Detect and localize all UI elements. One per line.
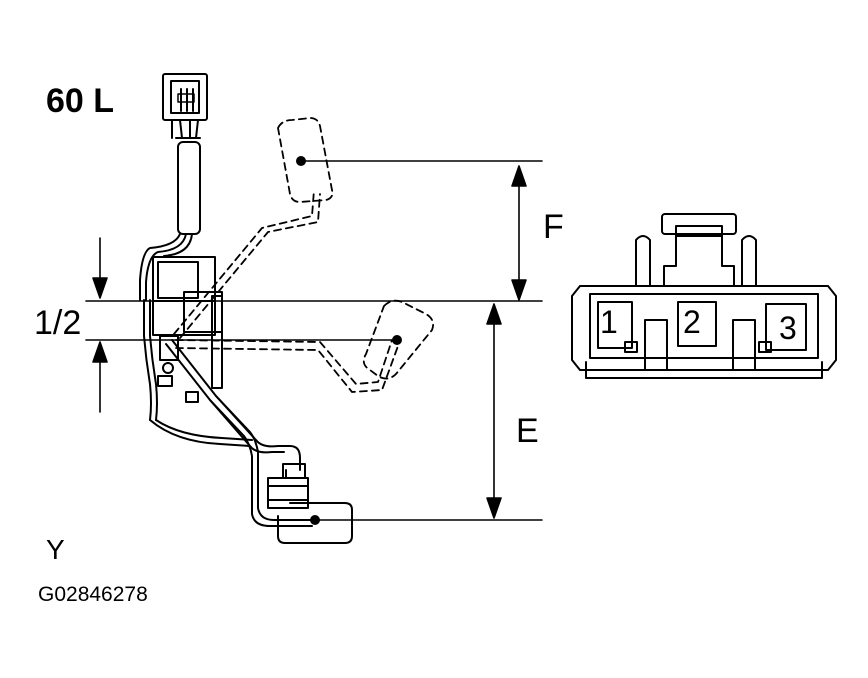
dimension-e-label: E (516, 412, 539, 450)
connector-pin-3-label: 3 (779, 310, 797, 346)
dimension-lines (85, 160, 543, 521)
lower-float (277, 502, 353, 544)
sender-wire-harness (139, 141, 201, 301)
dimension-f-arrow (511, 165, 527, 301)
float-arm-dashed-upper (173, 189, 321, 339)
upper-float-dashed (277, 117, 334, 203)
connector-pin-1-label: 1 (600, 304, 618, 340)
dimension-e-arrow (486, 303, 502, 519)
connector-pin-2-label: 2 (683, 304, 701, 340)
dimension-half-arrows (92, 237, 108, 413)
tank-capacity-label: 60 L (46, 82, 115, 120)
view-label: Y (46, 534, 65, 565)
dimension-f-label: F (543, 208, 564, 246)
connector-face (571, 213, 837, 379)
float-arm-pivot-bracket (267, 463, 309, 509)
float-arm-dashed-middle (175, 339, 399, 393)
sender-connector-plug (162, 73, 208, 139)
float-arm-solid (165, 339, 313, 527)
dimension-half-label: 1/2 (34, 304, 82, 342)
figure-id-label: G02846278 (38, 583, 148, 606)
